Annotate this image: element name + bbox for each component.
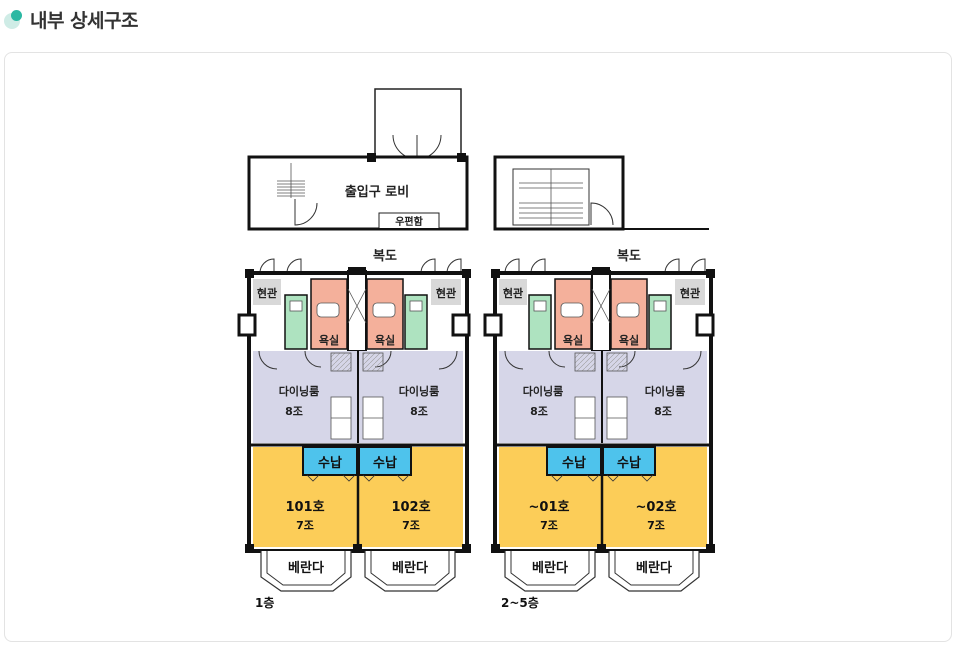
f2-storage-left: 수납 (562, 456, 586, 471)
f1-room-left: 101호 (285, 500, 324, 515)
f2-dining-right-size: 8조 (654, 405, 672, 418)
f1-bath-right: 욕실 (375, 333, 395, 347)
f1-lobby-label: 출입구 로비 (345, 184, 409, 200)
f1-dining-right: 다이닝룸 (399, 384, 439, 398)
f2-room-right: ~02호 (636, 500, 677, 515)
f2-dining-right: 다이닝룸 (645, 384, 685, 398)
f1-veranda-right: 베란다 (392, 560, 428, 576)
floor2-plan: 복도 현관 현관 욕실 욕실 (483, 155, 715, 610)
f1-storage-left: 수납 (318, 456, 342, 471)
f2-dining-left: 다이닝룸 (523, 384, 563, 398)
bullet-dot-icon (4, 9, 24, 29)
section-header: 내부 상세구조 (4, 4, 139, 34)
f2-veranda-left: 베란다 (532, 560, 568, 576)
f2-floor-label: 2~5층 (501, 595, 539, 610)
f2-room-left-size: 7조 (540, 519, 558, 532)
f2-room-right-size: 7조 (647, 519, 665, 532)
f2-entrance-right: 현관 (680, 286, 700, 300)
f1-floor-label: 1층 (255, 595, 274, 610)
f1-entrance-left: 현관 (257, 286, 277, 300)
f1-dining-right-size: 8조 (410, 405, 428, 418)
f2-room-left: ~01호 (529, 500, 570, 515)
f2-bath-right: 욕실 (619, 333, 639, 347)
f1-storage-right: 수납 (373, 456, 397, 471)
floor-plan-card: 출입구 로비 우편함 복도 현관 현관 욕실 욕실 (4, 52, 952, 642)
f2-bath-left: 욕실 (563, 333, 583, 347)
f2-corridor-label: 복도 (617, 249, 641, 264)
section-title: 내부 상세구조 (30, 9, 139, 32)
f1-veranda-left: 베란다 (288, 560, 324, 576)
f2-dining-left-size: 8조 (530, 405, 548, 418)
f1-bath-left: 욕실 (319, 333, 339, 347)
f2-veranda-right: 베란다 (636, 560, 672, 576)
floor1-plan: 출입구 로비 우편함 복도 현관 현관 욕실 욕실 (237, 88, 471, 610)
f1-dining-left: 다이닝룸 (279, 384, 319, 398)
f2-entrance-left: 현관 (503, 286, 523, 300)
f1-room-right-size: 7조 (402, 519, 420, 532)
f1-room-right: 102호 (391, 500, 430, 515)
f1-dining-left-size: 8조 (285, 405, 303, 418)
floor-plan-image: 출입구 로비 우편함 복도 현관 현관 욕실 욕실 (237, 88, 715, 610)
f1-entrance-right: 현관 (436, 286, 456, 300)
f2-storage-right: 수납 (617, 456, 641, 471)
f1-room-left-size: 7조 (296, 519, 314, 532)
f1-corridor-label: 복도 (373, 249, 397, 264)
f1-mailbox-label: 우편함 (395, 215, 423, 228)
